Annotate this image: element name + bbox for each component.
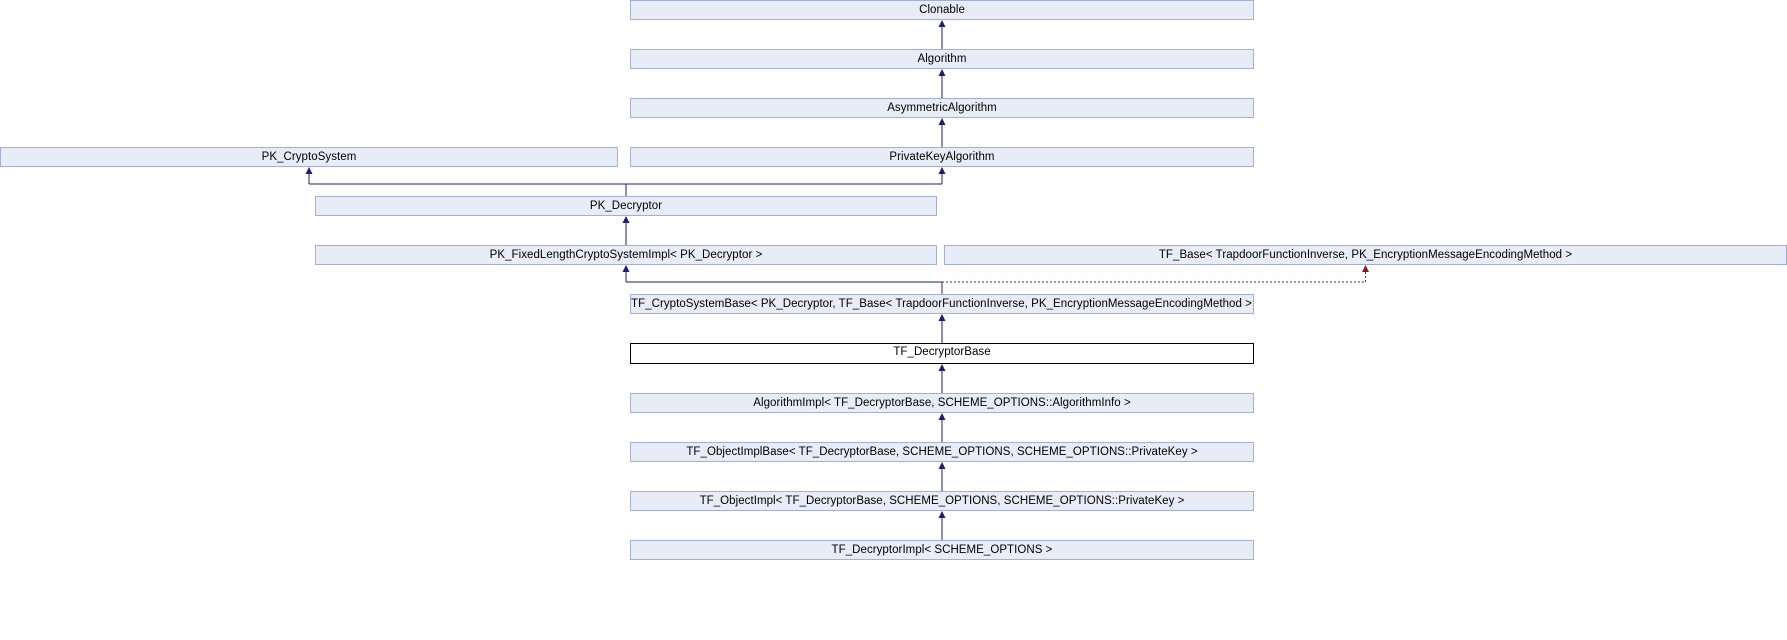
class-node-tf-cryptosystem-base[interactable]: TF_CryptoSystemBase< PK_Decryptor, TF_Ba…: [630, 294, 1254, 314]
class-node-algorithm-impl[interactable]: AlgorithmImpl< TF_DecryptorBase, SCHEME_…: [630, 393, 1254, 413]
class-node-tf-objectimpl-base[interactable]: TF_ObjectImplBase< TF_DecryptorBase, SCH…: [630, 442, 1254, 462]
class-node-pk-cryptosystem[interactable]: PK_CryptoSystem: [0, 147, 618, 167]
class-node-pk-decryptor[interactable]: PK_Decryptor: [315, 196, 937, 216]
class-node-tf-objectimpl[interactable]: TF_ObjectImpl< TF_DecryptorBase, SCHEME_…: [630, 491, 1254, 511]
class-node-tf-decryptor-impl[interactable]: TF_DecryptorImpl< SCHEME_OPTIONS >: [630, 540, 1254, 560]
class-node-tf-base[interactable]: TF_Base< TrapdoorFunctionInverse, PK_Enc…: [944, 245, 1787, 265]
class-node-clonable[interactable]: Clonable: [630, 0, 1254, 20]
class-node-asymmetric-algorithm[interactable]: AsymmetricAlgorithm: [630, 98, 1254, 118]
class-node-pk-fixedlength-cryptosystem-impl[interactable]: PK_FixedLengthCryptoSystemImpl< PK_Decry…: [315, 245, 937, 265]
class-node-tf-decryptor-base[interactable]: TF_DecryptorBase: [630, 343, 1254, 364]
class-node-privatekey-algorithm[interactable]: PrivateKeyAlgorithm: [630, 147, 1254, 167]
class-node-algorithm[interactable]: Algorithm: [630, 49, 1254, 69]
